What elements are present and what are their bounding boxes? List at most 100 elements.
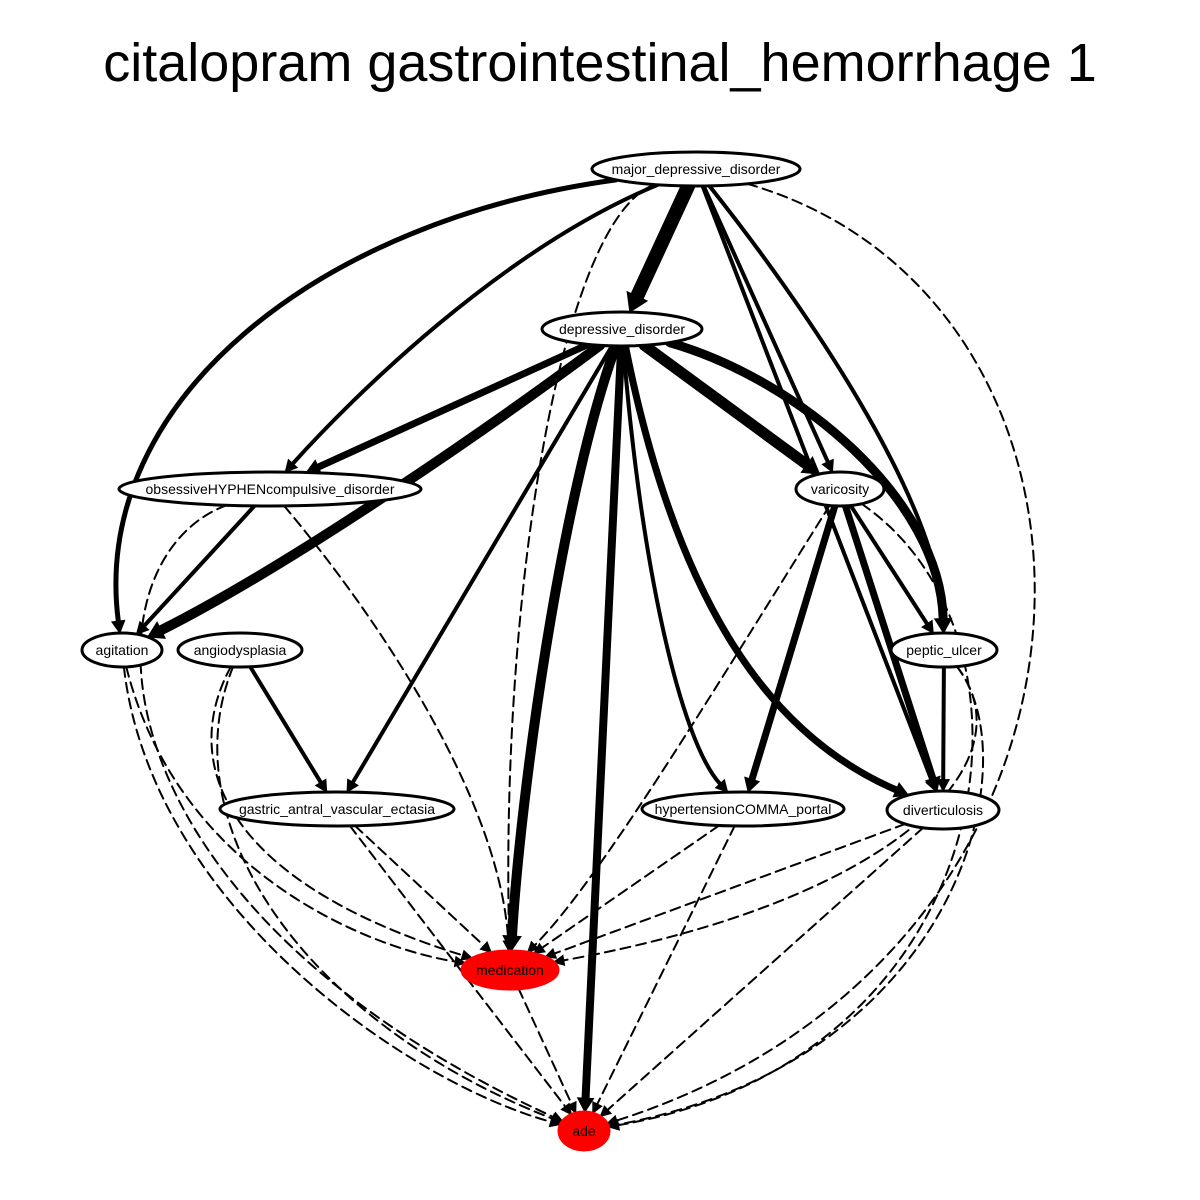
arrowhead — [921, 619, 934, 635]
edge-line — [606, 826, 925, 1111]
edge-line — [216, 665, 554, 1120]
node-label: ade — [572, 1123, 596, 1139]
edge-line — [533, 504, 831, 947]
edge-obsessiveHYPHENcompulsive_disorder-to-medication — [283, 504, 515, 953]
arrowhead — [549, 1113, 563, 1124]
edge-line — [290, 182, 660, 466]
edge-diverticulosis-to-medication — [544, 822, 907, 959]
edge-depressive_disorder-to-hypertensionCOMMA_portal — [621, 343, 729, 793]
arrowhead — [714, 778, 729, 793]
node-medication: medication — [460, 949, 560, 991]
edge-line — [630, 178, 696, 304]
arrowhead — [479, 940, 493, 954]
edge-depressive_disorder-to-ade — [576, 341, 626, 1114]
arrowhead — [146, 621, 167, 639]
arrowhead — [599, 1105, 613, 1118]
node-diverticulosis: diverticulosis — [885, 789, 1001, 831]
arrowhead — [110, 619, 126, 635]
arrowhead — [744, 776, 761, 793]
edge-varicosity-to-hypertensionCOMMA_portal — [744, 502, 839, 793]
node-label: major_depressive_disorder — [612, 161, 781, 177]
arrowhead — [924, 775, 941, 793]
arrowhead — [460, 949, 474, 961]
edge-line — [113, 177, 619, 624]
arrowhead — [502, 939, 515, 953]
edge-major_depressive_disorder-to-agitation — [110, 177, 619, 635]
node-label: varicosity — [811, 481, 869, 497]
node-ellipse — [557, 1110, 611, 1152]
arrowhead — [314, 778, 328, 793]
edge-line — [283, 504, 510, 942]
edge-line — [125, 665, 457, 963]
edge-medication-to-ade — [517, 987, 577, 1115]
edge-line — [553, 822, 907, 955]
arrowhead — [626, 290, 649, 313]
node-label: medication — [476, 962, 544, 978]
node-depressive_disorder: depressive_disorder — [540, 310, 704, 348]
edge-major_depressive_disorder-to-peptic_ulcer — [707, 183, 951, 635]
edge-line — [142, 503, 257, 628]
edge-varicosity-to-medication — [526, 504, 831, 954]
node-label: obsessiveHYPHENcompulsive_disorder — [146, 481, 395, 497]
edge-major_depressive_disorder-to-varicosity — [701, 183, 834, 474]
edge-line — [638, 339, 813, 471]
edge-line — [581, 341, 626, 1103]
edge-agitation-to-ade — [122, 665, 562, 1128]
edge-line — [748, 502, 839, 783]
edge-line — [248, 664, 323, 785]
arrowhead — [135, 620, 150, 635]
node-peptic_ulcer: peptic_ulcer — [889, 631, 999, 669]
node-ellipse — [117, 470, 423, 508]
edge-depressive_disorder-to-varicosity — [638, 339, 821, 475]
nodes-layer: major_depressive_disorder depressive_diso… — [80, 150, 1001, 1152]
arrowhead — [592, 1101, 603, 1115]
arrowhead — [936, 779, 951, 793]
node-angiodysplasia: angiodysplasia — [176, 631, 304, 669]
edge-peptic_ulcer-to-diverticulosis — [936, 665, 951, 793]
edge-line — [517, 987, 573, 1105]
node-label: peptic_ulcer — [906, 642, 982, 658]
edge-depressive_disorder-to-gastric_antral_vascular_ectasia — [346, 343, 614, 793]
edge-line — [665, 338, 948, 624]
node-label: angiodysplasia — [194, 642, 287, 658]
node-major_depressive_disorder: major_depressive_disorder — [590, 150, 802, 188]
edge-line — [848, 503, 930, 626]
edge-line — [506, 340, 621, 942]
node-label: hypertensionCOMMA_portal — [655, 801, 832, 817]
node-label: gastric_antral_vascular_ectasia — [239, 801, 435, 817]
edge-line — [348, 824, 567, 1108]
arrowhead — [821, 458, 834, 474]
edge-major_depressive_disorder-to-depressive_disorder — [626, 178, 696, 313]
node-ellipse — [885, 789, 1001, 831]
node-label: agitation — [96, 642, 149, 658]
arrowhead — [532, 942, 546, 955]
arrowhead — [800, 456, 821, 475]
node-ade: ade — [557, 1110, 611, 1152]
node-varicosity: varicosity — [794, 470, 886, 508]
edge-line — [621, 342, 900, 794]
edge-line — [596, 824, 736, 1106]
node-ellipse — [176, 631, 304, 669]
arrowhead — [544, 947, 558, 959]
node-agitation: agitation — [80, 631, 164, 669]
arrowhead — [284, 458, 299, 473]
node-ellipse — [889, 631, 999, 669]
node-ellipse — [218, 790, 456, 828]
node-gastric_antral_vascular_ectasia: gastric_antral_vascular_ectasia — [218, 790, 456, 828]
edge-angiodysplasia-to-ade — [216, 665, 563, 1124]
edge-obsessiveHYPHENcompulsive_disorder-to-agitation — [135, 503, 257, 635]
edge-line — [541, 824, 721, 949]
edge-angiodysplasia-to-gastric_antral_vascular_ectasia — [248, 664, 328, 793]
edge-line — [617, 502, 974, 1127]
edge-line — [707, 183, 946, 624]
edge-line — [701, 183, 830, 464]
arrowhead — [526, 940, 540, 954]
edge-line — [617, 665, 984, 1126]
edge-hypertensionCOMMA_portal-to-ade — [592, 824, 736, 1115]
node-hypertensionCOMMA_portal: hypertensionCOMMA_portal — [640, 790, 846, 828]
node-ellipse — [640, 790, 846, 828]
edge-line — [621, 343, 722, 786]
edge-varicosity-to-peptic_ulcer — [848, 503, 934, 635]
edge-diverticulosis-to-ade — [599, 826, 925, 1118]
